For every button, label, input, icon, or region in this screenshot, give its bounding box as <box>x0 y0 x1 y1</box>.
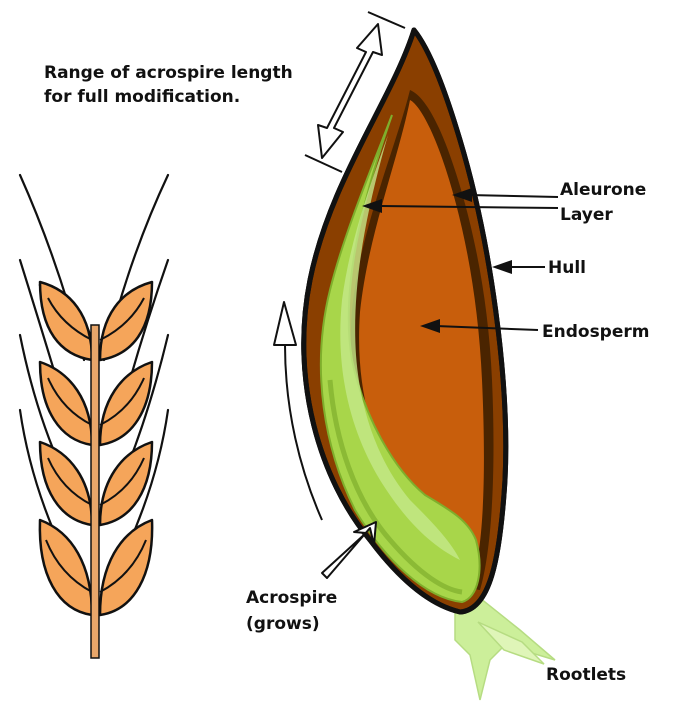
aleurone-label-line1: Aleurone <box>560 180 646 200</box>
acrospire-label-line1: Acrospire <box>246 588 337 608</box>
wheat-ear-illustration <box>20 175 168 658</box>
hull-label: Hull <box>548 258 586 278</box>
aleurone-label-line2: Layer <box>560 205 613 225</box>
range-label-line1: Range of acrospire length <box>44 63 293 83</box>
range-label-line2: for full modification. <box>44 87 240 107</box>
wheat-stem <box>91 325 99 658</box>
endosperm-label: Endosperm <box>542 322 649 342</box>
rootlets-label: Rootlets <box>546 665 626 685</box>
acrospire-label-line2: (grows) <box>246 614 320 634</box>
